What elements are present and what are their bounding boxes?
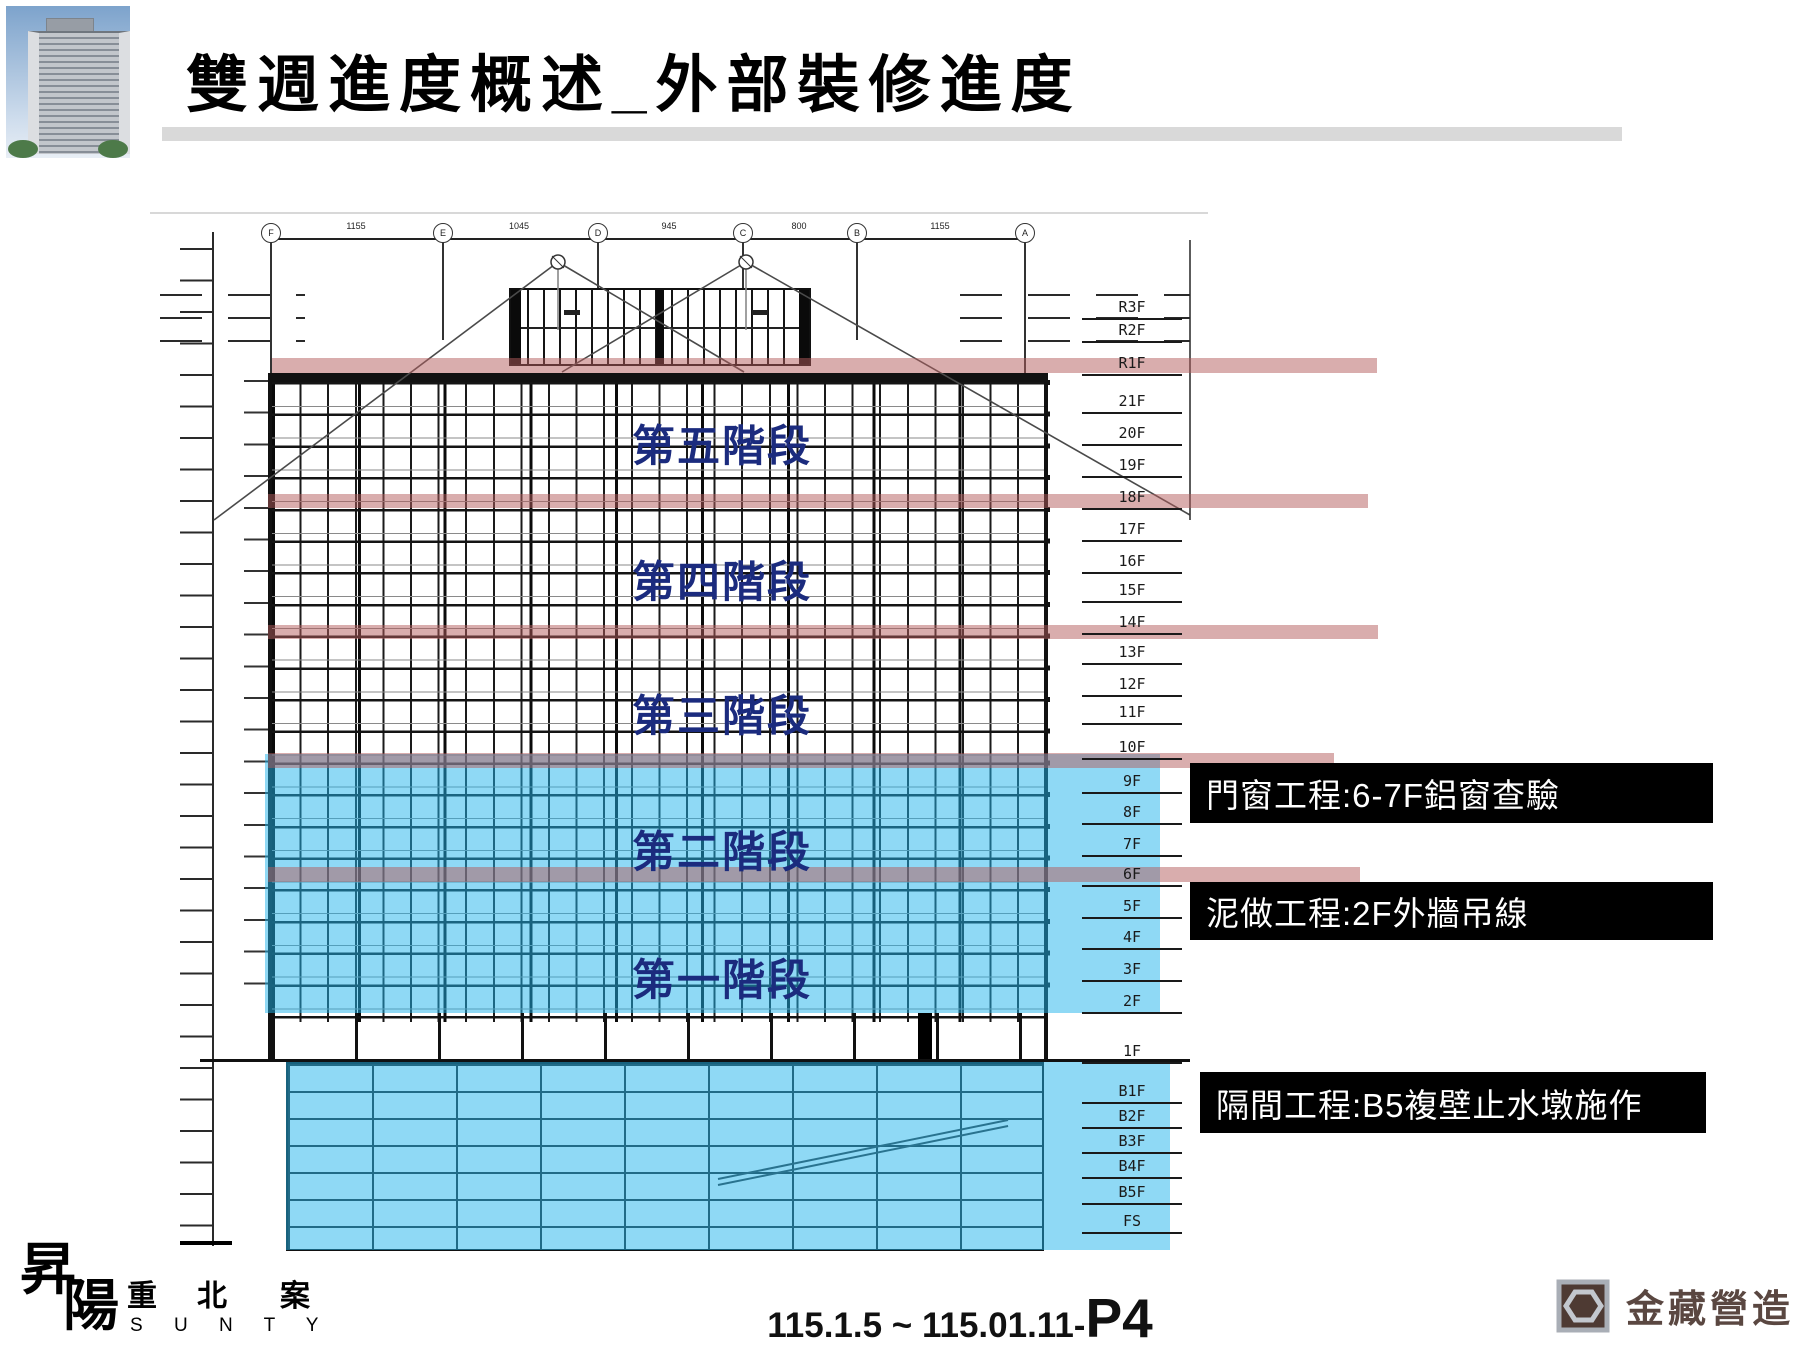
stage-label-3: 第三階段	[632, 693, 812, 741]
jinzang-logo-text: 金藏營造	[1626, 1289, 1795, 1331]
dimension-value: 1155	[344, 221, 368, 231]
ground-line	[200, 1059, 1190, 1062]
sunty-logo-char: 陽	[63, 1276, 119, 1338]
left-ruler-ticks	[180, 248, 213, 1240]
sunty-logo-char: 昇	[20, 1240, 76, 1302]
elevator-shaft	[918, 1013, 932, 1059]
roof-louver-screen	[509, 288, 811, 366]
highlight-basement-blue	[286, 1062, 1170, 1250]
left-floor-stubs	[244, 380, 268, 1013]
dimension-value: 1155	[928, 221, 952, 231]
level-band-14F	[268, 625, 1378, 639]
drawing-top-border	[150, 212, 1208, 214]
floor-label: 11F	[1082, 703, 1182, 725]
floor-label: B3F	[1082, 1132, 1182, 1154]
page-number: P4	[1085, 1287, 1153, 1349]
floor-label: FS	[1082, 1212, 1182, 1234]
building-photo-thumbnail	[6, 6, 130, 158]
grid-line	[856, 241, 858, 340]
floor-label: 7F	[1082, 835, 1182, 857]
dimension-value: 1045	[506, 221, 532, 231]
floor-label: 4F	[1082, 928, 1182, 950]
sunty-logo-char: 北	[197, 1280, 227, 1313]
sunty-logo-latin: S U N T Y	[130, 1315, 332, 1336]
grid-bubble: B	[847, 223, 867, 243]
grid-bubble: A	[1015, 223, 1035, 243]
grid-line	[442, 241, 444, 340]
floor-label: R2F	[1082, 321, 1182, 343]
stage-label-5: 第五階段	[632, 423, 812, 471]
level-band-R1F	[272, 358, 1377, 373]
grid-line	[270, 241, 272, 373]
grid-bubble: D	[588, 223, 608, 243]
thumbnail-tower	[28, 31, 130, 154]
callout-text: 隔間工程:B5複壁止水墩施作	[1216, 1086, 1643, 1124]
date-range: 115.1.5 ~ 115.01.11-	[767, 1306, 1086, 1345]
sunty-logo-char: 案	[280, 1280, 310, 1313]
grid-bubble: E	[433, 223, 453, 243]
floor-label: R1F	[1082, 354, 1182, 376]
dimension-value: 945	[659, 221, 679, 231]
dimension-line	[270, 238, 1025, 240]
floor-label: B2F	[1082, 1107, 1182, 1129]
floor-label: 10F	[1082, 738, 1182, 760]
callout-text: 泥做工程:2F外牆吊線	[1206, 895, 1529, 932]
roof-louver-divider	[656, 290, 664, 364]
floor-label: 6F	[1082, 865, 1182, 887]
grid-bubble: F	[261, 223, 281, 243]
callout-text: 門窗工程:6-7F鋁窗查驗	[1206, 777, 1561, 814]
stage-label-1: 第一階段	[632, 957, 812, 1005]
level-band-18F	[268, 494, 1368, 508]
sunty-logo-stroke	[180, 1241, 232, 1245]
highlight-stage1-2-blue	[265, 754, 1160, 1013]
floor-label: 18F	[1082, 488, 1182, 510]
floor-label: 13F	[1082, 643, 1182, 665]
stage-label-2: 第二階段	[632, 829, 812, 877]
page-title: 雙週進度概述_外部裝修進度	[186, 51, 1082, 120]
floor-label: 16F	[1082, 552, 1182, 574]
thumbnail-tree	[8, 140, 38, 158]
floor-label: 12F	[1082, 675, 1182, 697]
jinzang-logo: 金藏營造	[1556, 1278, 1794, 1333]
left-ruler-line	[212, 232, 214, 1246]
floor-label: 3F	[1082, 960, 1182, 982]
thumbnail-tree	[98, 140, 128, 158]
floor-label: R3F	[1082, 298, 1182, 320]
floor-label: 5F	[1082, 897, 1182, 919]
floor-label: 2F	[1082, 992, 1182, 1014]
floor-label: 17F	[1082, 520, 1182, 542]
floor-label: B5F	[1082, 1183, 1182, 1205]
sunty-logo: 昇 陽 重 北 案 S U N T Y	[12, 1233, 352, 1348]
floor-label: 21F	[1082, 392, 1182, 414]
level-band-10F	[268, 753, 1334, 768]
report-period: 115.1.5 ~ 115.01.11-P4	[740, 1286, 1180, 1350]
sunty-logo-char: 重	[127, 1280, 157, 1313]
floor-label: 20F	[1082, 424, 1182, 446]
floor-label: 15F	[1082, 581, 1182, 603]
grid-bubble: C	[733, 223, 753, 243]
floor-label: 9F	[1082, 772, 1182, 794]
stage-label-4: 第四階段	[632, 559, 812, 607]
floor-label: B4F	[1082, 1157, 1182, 1179]
level-band-6F	[268, 867, 1360, 882]
floor-label: 19F	[1082, 456, 1182, 478]
callout-box-partition: 隔間工程:B5複壁止水墩施作	[1200, 1072, 1706, 1133]
title-underline	[162, 127, 1622, 141]
hexagon-diamond-icon	[1556, 1279, 1610, 1332]
dimension-value: 800	[789, 221, 809, 231]
floor-label: 8F	[1082, 803, 1182, 825]
floor-label: 1F	[1082, 1042, 1182, 1064]
grid-line	[1024, 241, 1026, 373]
callout-box-windows: 門窗工程:6-7F鋁窗查驗	[1190, 763, 1713, 823]
floor-label: B1F	[1082, 1082, 1182, 1104]
floor-label: 14F	[1082, 613, 1182, 635]
callout-box-masonry: 泥做工程:2F外牆吊線	[1190, 882, 1713, 940]
